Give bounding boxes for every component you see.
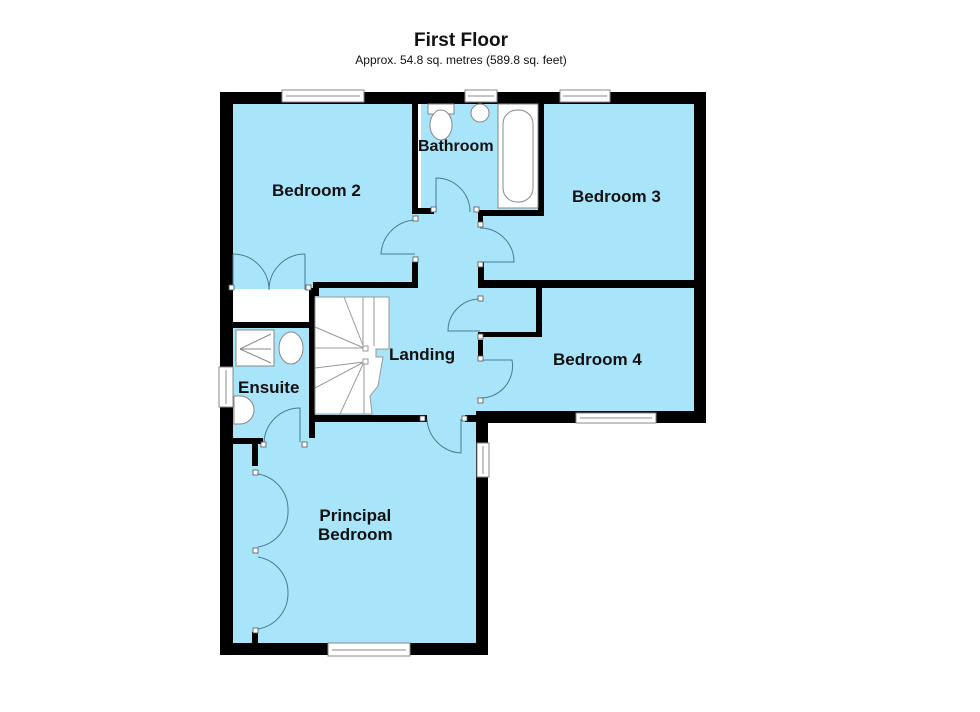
room-label-bedroom-3: Bedroom 3 bbox=[572, 187, 661, 206]
room-label-bedroom-2: Bedroom 2 bbox=[272, 181, 361, 200]
staircase bbox=[314, 296, 390, 415]
door-bedroom-2 bbox=[380, 219, 416, 255]
ensuite-fixtures bbox=[233, 329, 304, 425]
door-bedroom2-wardrobe bbox=[232, 253, 306, 291]
basin-icon bbox=[470, 103, 490, 123]
principal-label-line2: Bedroom bbox=[318, 525, 393, 544]
floor-area: Approx. 54.8 sq. metres (589.8 sq. feet) bbox=[355, 53, 567, 67]
fill-bedroom-4 bbox=[480, 288, 694, 411]
door-bathroom bbox=[435, 177, 471, 213]
room-label-ensuite: Ensuite bbox=[238, 378, 300, 397]
door-ensuite bbox=[263, 407, 301, 443]
door-principal-wardrobe-top bbox=[257, 473, 289, 548]
door-bedroom-4 bbox=[479, 359, 514, 399]
ensuite-basin-icon bbox=[233, 395, 255, 425]
toilet-bowl-icon bbox=[429, 109, 453, 141]
room-label-bathroom: Bathroom bbox=[418, 138, 494, 155]
windows bbox=[218, 89, 657, 657]
door-swings bbox=[232, 177, 515, 630]
door-bedroom-3 bbox=[479, 227, 515, 263]
fill-principal-bedroom bbox=[233, 420, 476, 643]
room-label-bedroom-4: Bedroom 4 bbox=[553, 350, 642, 369]
room-fills bbox=[233, 104, 694, 643]
door-cupboard-landing bbox=[447, 298, 481, 332]
room-label-principal-bedroom: Principal Bedroom bbox=[318, 506, 393, 544]
room-label-landing: Landing bbox=[389, 345, 456, 364]
ensuite-toilet-icon bbox=[278, 331, 304, 365]
principal-label-line1: Principal bbox=[319, 506, 392, 525]
door-principal-wardrobe-bottom bbox=[257, 556, 289, 630]
bathroom-fixtures bbox=[427, 103, 539, 209]
floor-title: First Floor bbox=[414, 30, 508, 51]
door-principal bbox=[426, 418, 462, 454]
door-jambs bbox=[228, 206, 484, 634]
